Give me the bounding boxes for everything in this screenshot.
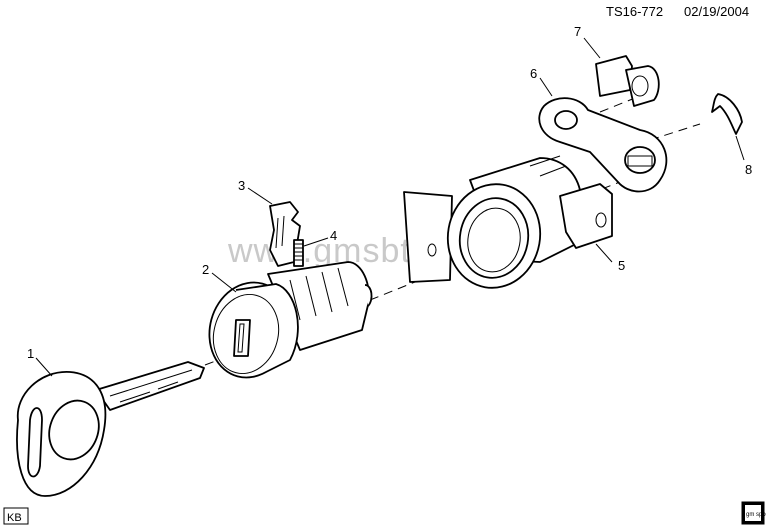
part-lock-cylinder [208,261,373,379]
code-badge-text: KB [7,512,22,524]
drawing-date: 02/19/2004 [684,4,749,19]
part-spring [293,239,304,267]
callout-4: 4 [330,228,337,243]
callout-3: 3 [238,178,245,193]
callout-1: 1 [27,346,34,361]
callout-2: 2 [202,262,209,277]
part-key [16,361,205,497]
part-cam-lever [538,97,668,193]
gm-spo-logo-text: gm spo [746,512,766,518]
part-housing [403,155,613,289]
callout-6: 6 [530,66,537,81]
leader-lines [35,37,745,377]
callout-labels: 1 2 3 4 5 6 7 8 [27,24,752,361]
callout-5: 5 [618,258,625,273]
gm-spo-logo: gm spo [741,501,766,525]
part-connector [595,55,660,107]
drawing-number: TS16-772 [606,4,663,19]
callout-7: 7 [574,24,581,39]
callout-8: 8 [745,162,752,177]
part-retainer-clip [711,93,743,135]
code-badge: KB [3,507,29,525]
